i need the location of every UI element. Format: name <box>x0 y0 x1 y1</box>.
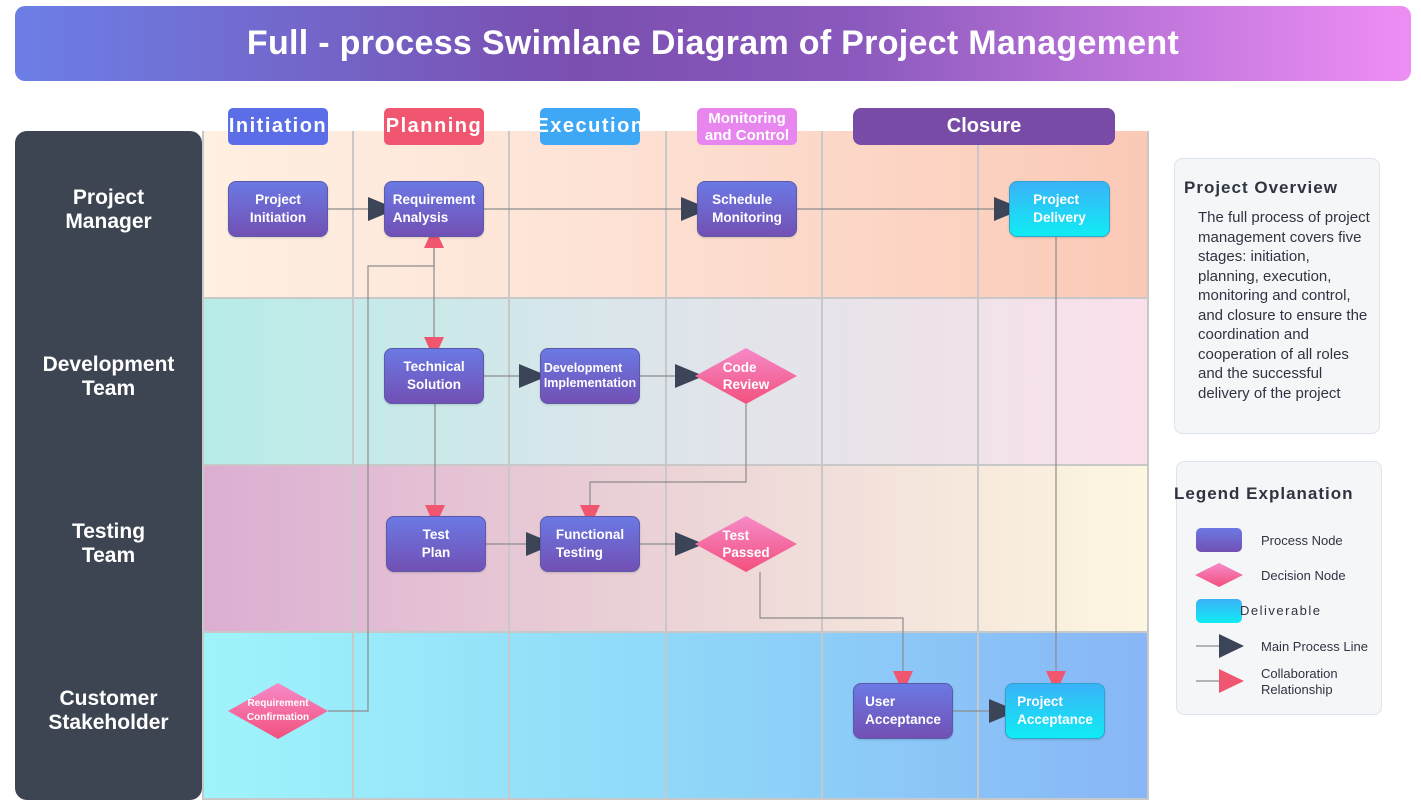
main-arrowhead <box>368 197 397 221</box>
role-column <box>15 131 202 800</box>
decision-diamond-requirement-confirmation <box>228 683 328 739</box>
phase-closure: Closure <box>853 108 1115 145</box>
grid-line <box>202 297 1148 299</box>
main-arrowhead <box>989 699 1018 723</box>
collaboration-arrowhead <box>424 226 444 248</box>
legend-label-process: Process Node <box>1261 533 1343 548</box>
legend-main-arrowhead <box>1219 634 1244 658</box>
legend-title: Legend Explanation <box>1174 484 1354 503</box>
legend-label-collab: Collaboration Relationship <box>1261 666 1338 697</box>
collaboration-line <box>589 404 747 516</box>
legend-label-decision: Decision Node <box>1261 568 1346 583</box>
legend-process-swatch <box>1196 528 1242 552</box>
node-technical-solution[interactable]: Technical Solution <box>384 348 484 404</box>
node-label: Project Delivery <box>1033 192 1086 225</box>
main-arrowhead <box>681 197 710 221</box>
legend-panel <box>1176 461 1382 715</box>
overview-title: Project Overview <box>1184 178 1338 197</box>
collaboration-arrowhead <box>893 671 913 693</box>
phase-monitoring-and-control: Monitoring and Control <box>697 108 797 145</box>
role-label-customer-stakeholder: Customer Stakeholder <box>48 687 169 734</box>
collaboration-line <box>759 572 904 684</box>
lane-project-manager <box>202 131 1148 298</box>
decision-diamond-code-review <box>695 348 797 404</box>
legend-label-main: Main Process Line <box>1261 639 1368 654</box>
decision-label-test-passed[interactable]: Test Passed <box>722 528 770 560</box>
node-project-acceptance[interactable]: Project Acceptance <box>1005 683 1105 739</box>
node-label: Project Initiation <box>249 192 307 225</box>
node-label: Development Implementation <box>543 361 637 390</box>
node-label: Technical Solution <box>403 359 465 392</box>
node-label: Project Acceptance <box>1017 694 1093 727</box>
main-arrowhead <box>675 532 704 556</box>
legend-collab-arrowhead <box>1219 669 1244 693</box>
node-label: Schedule Monitoring <box>712 192 782 225</box>
grid-line <box>202 464 1148 466</box>
grid-line <box>1147 131 1149 800</box>
node-functional-testing[interactable]: Functional Testing <box>540 516 640 572</box>
decision-label-requirement-confirmation[interactable]: Requirement Confirmation <box>246 698 310 723</box>
grid-line <box>202 798 1148 800</box>
collaboration-line <box>328 237 435 712</box>
legend-label-deliverable: Deliverable <box>1240 603 1322 618</box>
legend-decision-swatch <box>1195 563 1243 587</box>
overview-panel <box>1174 158 1380 434</box>
node-label: Requirement Analysis <box>392 192 476 225</box>
diagram-title: Full - process Swimlane Diagram of Proje… <box>15 6 1411 81</box>
node-label: Test Plan <box>421 527 451 560</box>
main-arrowhead <box>519 364 548 388</box>
phase-planning: Planning <box>384 108 484 145</box>
node-test-plan[interactable]: Test Plan <box>386 516 486 572</box>
overview-text: The full process of project management c… <box>1198 209 1370 402</box>
node-development-implementation[interactable]: Development Implementation <box>540 348 640 404</box>
role-label-project-manager: Project Manager <box>65 186 152 233</box>
node-project-initiation[interactable]: Project Initiation <box>228 181 328 237</box>
node-label: User Acceptance <box>865 694 941 727</box>
node-user-acceptance[interactable]: User Acceptance <box>853 683 953 739</box>
decision-diamond-test-passed <box>695 516 797 572</box>
role-label-development-team: Development Team <box>42 353 175 400</box>
node-label: Functional Testing <box>555 527 625 560</box>
phase-initiation: Initiation <box>228 108 328 145</box>
role-label-testing-team: Testing Team <box>71 520 146 567</box>
main-arrowhead <box>994 197 1023 221</box>
phase-execution: Execution <box>540 108 640 145</box>
collaboration-arrowhead <box>1046 671 1066 693</box>
main-arrowhead <box>675 364 704 388</box>
decision-label-code-review[interactable]: Code Review <box>722 360 770 392</box>
grid-line <box>202 631 1148 633</box>
node-schedule-monitoring[interactable]: Schedule Monitoring <box>697 181 797 237</box>
node-project-delivery[interactable]: Project Delivery <box>1009 181 1110 237</box>
legend-deliverable-swatch <box>1196 599 1242 623</box>
node-requirement-analysis[interactable]: Requirement Analysis <box>384 181 484 237</box>
